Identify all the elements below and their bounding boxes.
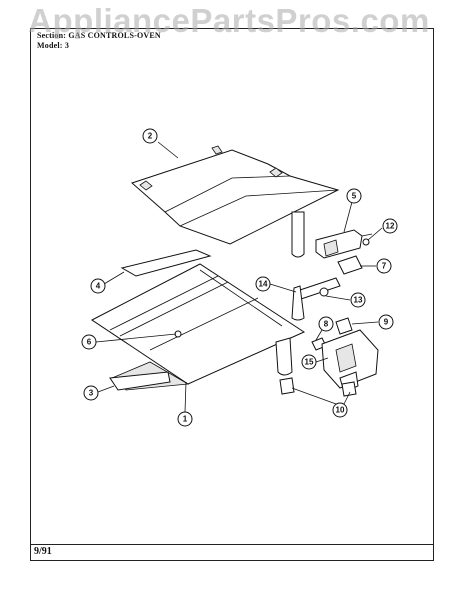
part-fittings	[279, 377, 357, 397]
callout-9: 9	[378, 314, 394, 330]
part-thermostat	[315, 229, 373, 259]
svg-text:8: 8	[324, 320, 329, 329]
part-lower-baffle	[91, 263, 306, 391]
part-bracket	[120, 249, 212, 277]
part-ignitor	[291, 277, 341, 321]
diagram-frame: Section: GAS CONTROLS-OVEN Model: 3	[30, 28, 434, 561]
svg-text:9: 9	[384, 318, 389, 327]
svg-text:5: 5	[352, 192, 357, 201]
revision-date: 9/91	[34, 546, 52, 557]
part-safety-valve	[321, 329, 379, 393]
callout-13: 13	[350, 292, 366, 308]
part-inlet-fitting	[335, 317, 353, 335]
callout-1: 1	[177, 411, 193, 427]
svg-text:1: 1	[183, 415, 188, 424]
callout-12: 12	[382, 218, 398, 234]
callout-4: 4	[90, 278, 106, 294]
svg-text:3: 3	[89, 389, 94, 398]
callout-8: 8	[318, 316, 334, 332]
header: Section: GAS CONTROLS-OVEN Model: 3	[31, 29, 435, 51]
callout-6: 6	[81, 334, 97, 350]
model-number: Model: 3	[37, 41, 70, 50]
svg-text:7: 7	[382, 262, 387, 271]
leader-lines	[95, 141, 383, 413]
part-upper-baffle	[131, 145, 340, 245]
callout-14: 14	[255, 276, 271, 292]
svg-text:2: 2	[148, 132, 153, 141]
callout-15: 15	[301, 354, 317, 370]
part-burner-tube	[291, 211, 305, 258]
callout-3: 3	[83, 385, 99, 401]
callout-7: 7	[376, 258, 392, 274]
svg-text:14: 14	[259, 280, 268, 289]
svg-text:13: 13	[354, 296, 363, 305]
svg-text:6: 6	[87, 338, 92, 347]
svg-text:12: 12	[386, 222, 395, 231]
part-screw	[362, 238, 370, 246]
part-oven-burner-tube	[275, 337, 293, 376]
callout-5: 5	[346, 188, 362, 204]
svg-text:15: 15	[305, 358, 314, 367]
section-title: Section: GAS CONTROLS-OVEN	[37, 31, 161, 40]
footer-rule	[30, 544, 434, 545]
part-mounting-plate	[337, 255, 363, 275]
svg-text:10: 10	[336, 406, 345, 415]
callout-2: 2	[142, 128, 158, 144]
svg-text:4: 4	[96, 282, 101, 291]
callout-10: 10	[332, 402, 348, 418]
